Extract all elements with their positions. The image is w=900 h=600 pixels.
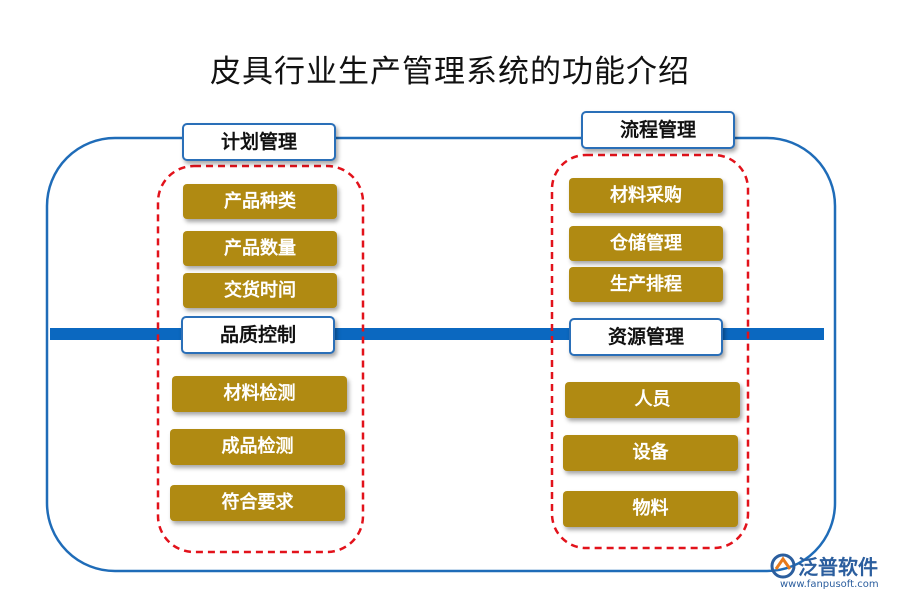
page-title: 皮具行业生产管理系统的功能介绍 bbox=[210, 54, 690, 90]
header-plan-management: 计划管理 bbox=[182, 123, 336, 161]
header-resource-management: 资源管理 bbox=[569, 318, 723, 356]
item-production-scheduling: 生产排程 bbox=[569, 267, 723, 302]
header-quality-control: 品质控制 bbox=[181, 316, 335, 354]
item-material-purchase: 材料采购 bbox=[569, 178, 723, 213]
item-product-inspection: 成品检测 bbox=[170, 429, 345, 465]
logo-mark-icon bbox=[770, 553, 796, 579]
item-personnel: 人员 bbox=[565, 382, 740, 418]
item-meets-requirements: 符合要求 bbox=[170, 485, 345, 521]
item-warehouse-management: 仓储管理 bbox=[569, 226, 723, 261]
item-product-quantity: 产品数量 bbox=[183, 231, 337, 266]
company-logo: 泛普软件 www.fanpusoft.com bbox=[768, 551, 893, 597]
logo-url: www.fanpusoft.com bbox=[780, 579, 879, 590]
header-process-management: 流程管理 bbox=[581, 111, 735, 149]
rounded-frame bbox=[45, 136, 837, 573]
item-material-inspection: 材料检测 bbox=[172, 376, 347, 412]
item-product-type: 产品种类 bbox=[183, 184, 337, 219]
item-equipment: 设备 bbox=[563, 435, 738, 471]
logo-name: 泛普软件 bbox=[798, 555, 878, 579]
right-dashed-box bbox=[550, 153, 750, 550]
left-dashed-box bbox=[156, 164, 365, 554]
item-materials: 物料 bbox=[563, 491, 738, 527]
item-delivery-time: 交货时间 bbox=[183, 273, 337, 308]
